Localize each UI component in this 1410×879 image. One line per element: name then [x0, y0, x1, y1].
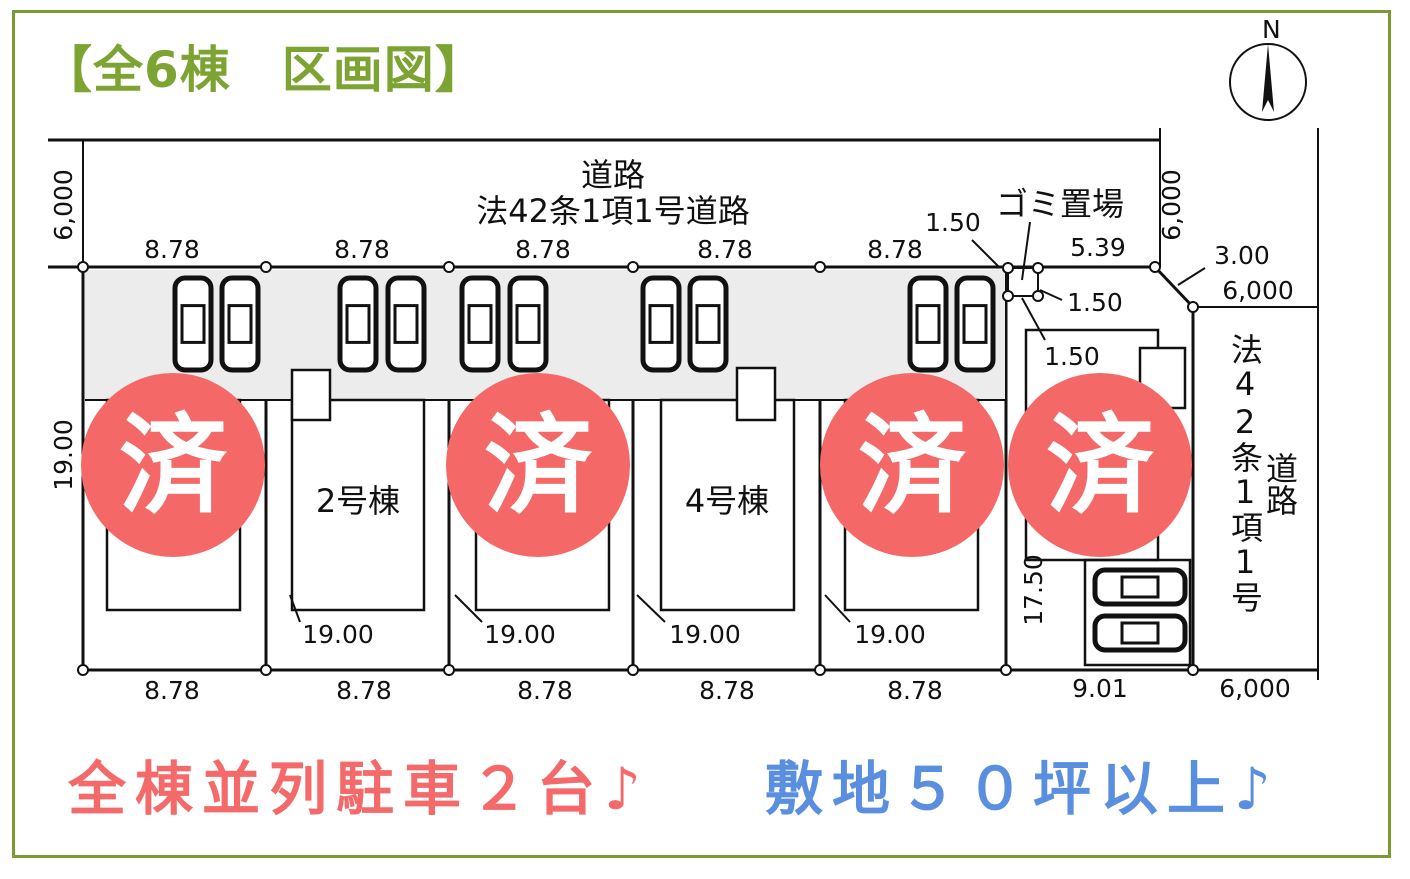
dim-corner-cut: 3.00 — [1214, 241, 1270, 270]
dim-top-2: 8.78 — [334, 235, 390, 264]
north-compass-icon: N — [1229, 15, 1307, 121]
dim-bottom-6: 9.01 — [1072, 674, 1128, 703]
sold-mark: 済 — [858, 404, 967, 529]
sold-mark: 済 — [1046, 404, 1155, 529]
car-icon — [337, 275, 379, 373]
car-icon — [459, 275, 501, 373]
road-right-label: 道路 — [1261, 452, 1299, 516]
dim-road-top-right: 6,000 — [1157, 169, 1186, 241]
road-top-label: 道路 — [581, 156, 645, 194]
dim-garbage-3: 1.50 — [1044, 342, 1100, 371]
dim-garbage-2: 1.50 — [1067, 288, 1123, 317]
sold-badge-lot-1: 済 — [81, 373, 265, 557]
slogan-land-size: 敷地５０坪以上♪ — [765, 755, 1281, 823]
car-icon — [1092, 567, 1188, 607]
dim-depth-4: 19.00 — [669, 620, 741, 649]
sold-badge-lot-5: 済 — [820, 373, 1004, 557]
dim-bottom-1: 8.78 — [144, 676, 200, 705]
car-icon — [219, 275, 261, 373]
dim-depth-2: 19.00 — [302, 620, 374, 649]
car-icon — [385, 275, 427, 373]
car-icons — [172, 275, 1188, 653]
lot-4-label: 4号棟 — [685, 482, 769, 520]
dim-bottom-2: 8.78 — [336, 676, 392, 705]
dim-road-right: 6,000 — [1222, 276, 1294, 305]
car-icon — [507, 275, 549, 373]
sold-mark: 済 — [119, 404, 228, 529]
garbage-label: ゴミ置場 — [996, 185, 1124, 223]
car-icon — [172, 275, 214, 373]
slogan-parking: 全棟並列駐車２台♪ — [68, 755, 651, 823]
dim-bottom-4: 8.78 — [699, 676, 755, 705]
car-icon — [640, 275, 682, 373]
sold-mark: 済 — [484, 404, 593, 529]
dim-road-bottom-right: 6,000 — [1219, 674, 1291, 703]
dim-top-1: 8.78 — [144, 235, 200, 264]
garbage-area — [971, 221, 1063, 341]
dim-top-5: 8.78 — [867, 235, 923, 264]
dim-road-top-left: 6,000 — [49, 169, 78, 241]
dim-top-4: 8.78 — [697, 235, 753, 264]
dim-bottom-5: 8.78 — [887, 676, 943, 705]
car-icon — [687, 275, 729, 373]
dim-depth-3: 19.00 — [484, 620, 556, 649]
car-icon — [954, 275, 996, 373]
lot-2-label: 2号棟 — [316, 482, 400, 520]
dim-right-lot-depth: 17.50 — [1019, 554, 1048, 626]
dim-bottom-3: 8.78 — [517, 676, 573, 705]
north-label: N — [1262, 15, 1281, 44]
road-right-type: 法42条1項1号 — [1226, 333, 1264, 613]
dim-top-6: 5.39 — [1070, 233, 1126, 262]
sold-badge-lot-3: 済 — [446, 373, 630, 557]
car-icon — [1092, 613, 1188, 653]
leader-lines — [289, 267, 1206, 623]
road-top-type: 法42条1項1号道路 — [476, 192, 749, 230]
dim-left-depth: 19.00 — [49, 419, 78, 491]
page-title: 【全6棟 区画図】 — [42, 41, 486, 99]
dim-garbage-1: 1.50 — [925, 208, 981, 237]
car-icon — [907, 275, 949, 373]
boundary-points — [77, 261, 1199, 676]
dim-top-3: 8.78 — [515, 235, 571, 264]
sold-badge-lot-6: 済 — [1008, 373, 1192, 557]
dim-depth-5: 19.00 — [854, 620, 926, 649]
frame-border — [12, 10, 1391, 858]
